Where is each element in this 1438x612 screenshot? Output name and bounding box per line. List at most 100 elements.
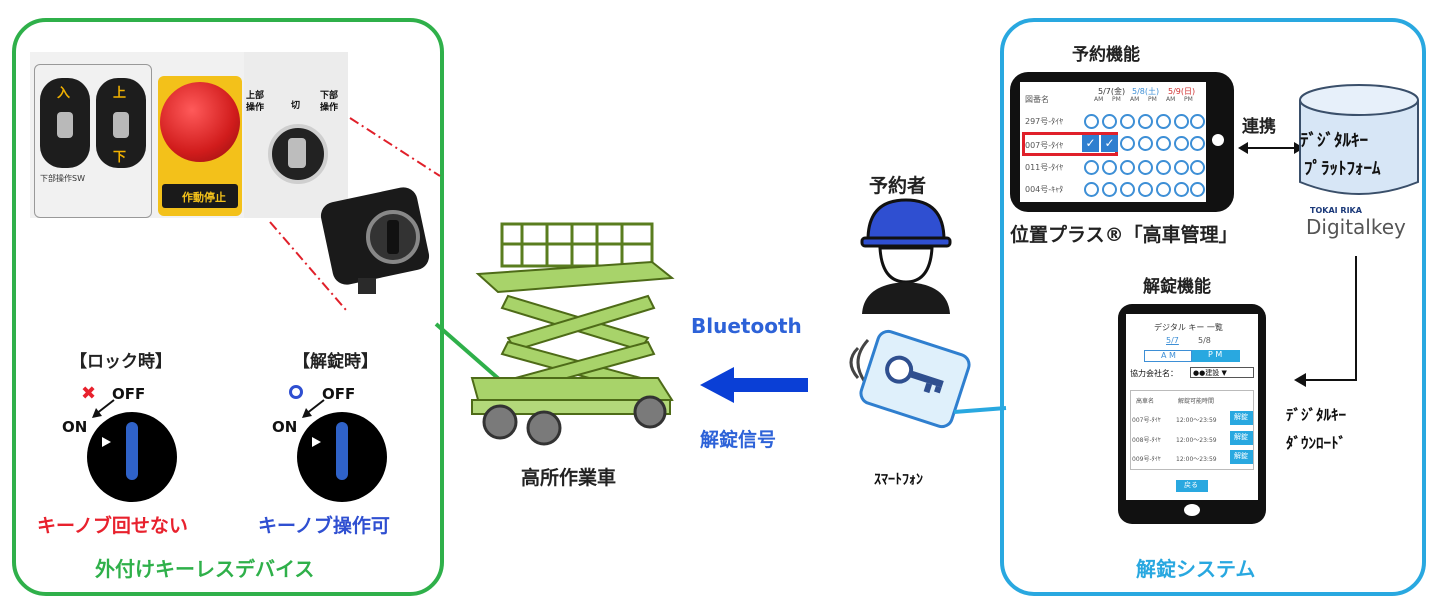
dial-cut-label: 切 <box>291 101 301 111</box>
unlock-tablet: デジタル キー 一覧 5/7 5/8 A M P M 協力会社名： ●●建設 ▼… <box>1118 304 1266 524</box>
unlock-screen-title: デジタル キー 一覧 <box>1154 323 1223 332</box>
switch-plate <box>34 64 152 218</box>
unlocked-knob-bar <box>336 422 348 480</box>
ampm-3: AM <box>1130 96 1140 103</box>
unlock-button-row-1[interactable]: 解錠 <box>1230 411 1254 425</box>
unlock-arrow-icon <box>302 399 325 418</box>
open-slot-icon[interactable] <box>1190 160 1205 175</box>
switch-caption: 下部操作SW <box>40 174 85 183</box>
open-slot-icon[interactable] <box>1156 182 1171 197</box>
ampm-2: PM <box>1112 96 1121 103</box>
dial-area: 上部 操作 切 下部 操作 <box>244 52 348 218</box>
open-slot-icon[interactable] <box>1102 114 1117 129</box>
checked-cell-pm-icon[interactable]: ✓ <box>1101 135 1118 152</box>
open-slot-icon[interactable] <box>1174 136 1189 151</box>
unlock-screen: デジタル キー 一覧 5/7 5/8 A M P M 協力会社名： ●●建設 ▼… <box>1126 314 1258 500</box>
toggle-switch-2: 上 下 <box>96 78 146 168</box>
unlock-circle-icon <box>289 385 303 399</box>
platform-database-icon <box>1299 84 1419 195</box>
reservation-screen: 図番名 5/7(金) 5/8(土) 5/9(日) AM PM AM PM AM … <box>1020 82 1206 202</box>
checked-cell-am-icon[interactable]: ✓ <box>1082 135 1099 152</box>
company-label: 協力会社名： <box>1130 369 1178 378</box>
smartphone-caption: ｽﾏｰﾄﾌｫﾝ <box>874 472 923 488</box>
open-slot-icon[interactable] <box>1174 114 1189 129</box>
pm-toggle-label: P M <box>1208 350 1223 359</box>
open-slot-icon[interactable] <box>1138 114 1153 129</box>
emergency-stop-button <box>160 82 240 162</box>
open-slot-icon[interactable] <box>1138 136 1153 151</box>
locked-knob-pointer <box>102 437 111 447</box>
stop-label: 作動停止 <box>182 191 226 204</box>
am-toggle[interactable]: A M <box>1144 350 1192 362</box>
lock-off-label: OFF <box>112 385 146 403</box>
unlock-row-1-time: 12:00〜23:59 <box>1176 417 1217 424</box>
green-connector <box>434 322 502 382</box>
unlock-row-2-name: 008号-ﾀｲﾔ <box>1132 437 1161 444</box>
open-slot-icon[interactable] <box>1102 160 1117 175</box>
open-slot-icon[interactable] <box>1156 136 1171 151</box>
open-slot-icon[interactable] <box>1138 160 1153 175</box>
unlock-system-panel <box>1000 18 1426 596</box>
dial-upper-label: 上部 操作 <box>246 91 265 113</box>
stop-plate: 作動停止 <box>158 76 242 216</box>
projection-lines <box>269 117 441 311</box>
open-slot-icon[interactable] <box>1156 114 1171 129</box>
reserve-table-header: 図番名 <box>1025 95 1049 104</box>
unlock-row-1-name: 007号-ﾀｲﾔ <box>1132 417 1161 424</box>
link-label: 連携 <box>1242 117 1276 137</box>
back-button-label: 戻る <box>1184 481 1198 489</box>
tablet-home-button <box>1212 134 1224 146</box>
open-slot-icon[interactable] <box>1190 136 1205 151</box>
pm-toggle[interactable]: P M <box>1192 350 1240 362</box>
open-slot-icon[interactable] <box>1138 182 1153 197</box>
open-slot-icon[interactable] <box>1174 160 1189 175</box>
reserve-row-3: 011号-ﾀｲﾔ <box>1025 163 1064 172</box>
unlock-caption: キーノブ操作可 <box>258 515 390 537</box>
open-slot-icon[interactable] <box>1174 182 1189 197</box>
switch2-lever <box>113 112 129 138</box>
open-slot-icon[interactable] <box>1120 136 1135 151</box>
back-button[interactable]: 戻る <box>1176 480 1208 492</box>
stop-label-plate: 作動停止 <box>162 184 238 208</box>
external-keyless-device <box>318 178 438 294</box>
digitalkey-brand-logo: Digitalkey <box>1306 215 1406 239</box>
unlocked-knob-pointer <box>312 437 321 447</box>
open-slot-icon[interactable] <box>1190 182 1205 197</box>
download-arrow <box>1294 256 1357 387</box>
switch2-lower-label: 下 <box>113 150 127 165</box>
open-slot-icon[interactable] <box>1084 114 1099 129</box>
open-slot-icon[interactable] <box>1120 160 1135 175</box>
key-icon <box>885 355 944 394</box>
lift-caption: 高所作業車 <box>521 467 617 489</box>
unlock-tab-date1[interactable]: 5/7 <box>1166 336 1179 345</box>
unlock-tab-date2[interactable]: 5/8 <box>1198 336 1211 345</box>
platform-text-line2: ﾌﾟﾗｯﾄﾌｫｰﾑ <box>1304 159 1381 179</box>
open-slot-icon[interactable] <box>1156 160 1171 175</box>
company-select-value: ●●建設 ▼ <box>1193 369 1227 377</box>
open-slot-icon[interactable] <box>1190 114 1205 129</box>
open-slot-icon[interactable] <box>1084 182 1099 197</box>
company-select[interactable]: ●●建設 ▼ <box>1190 367 1254 378</box>
keyless-device-caption: 外付けキーレスデバイス <box>95 557 315 581</box>
device-knob <box>366 210 420 264</box>
reserve-row-2: 007号-ﾀｲﾔ <box>1025 141 1064 150</box>
open-slot-icon[interactable] <box>1120 114 1135 129</box>
device-cable <box>358 278 376 294</box>
keyless-device-panel <box>12 18 444 596</box>
unlock-off-label: OFF <box>322 385 356 403</box>
unlock-button-row-1-label: 解錠 <box>1234 413 1248 421</box>
reserve-row-1: 297号-ﾀｲﾔ <box>1025 117 1064 126</box>
switch1-label: 入 <box>57 86 71 101</box>
unlock-button-row-2[interactable]: 解錠 <box>1230 431 1254 445</box>
open-slot-icon[interactable] <box>1120 182 1135 197</box>
projection-line-2 <box>349 117 441 177</box>
reserve-function-title: 予約機能 <box>1072 45 1140 65</box>
ampm-1: AM <box>1094 96 1104 103</box>
control-panel-photo: 入 上 下 下部操作SW 作動停止 上部 操作 切 下部 操作 <box>30 52 348 218</box>
open-slot-icon[interactable] <box>1084 160 1099 175</box>
ampm-6: PM <box>1184 96 1193 103</box>
locked-knob-bar <box>126 422 138 480</box>
unlock-button-row-3[interactable]: 解錠 <box>1230 450 1254 464</box>
reserve-system-subtitle: 位置プラス®「高車管理」 <box>1010 224 1238 246</box>
open-slot-icon[interactable] <box>1102 182 1117 197</box>
